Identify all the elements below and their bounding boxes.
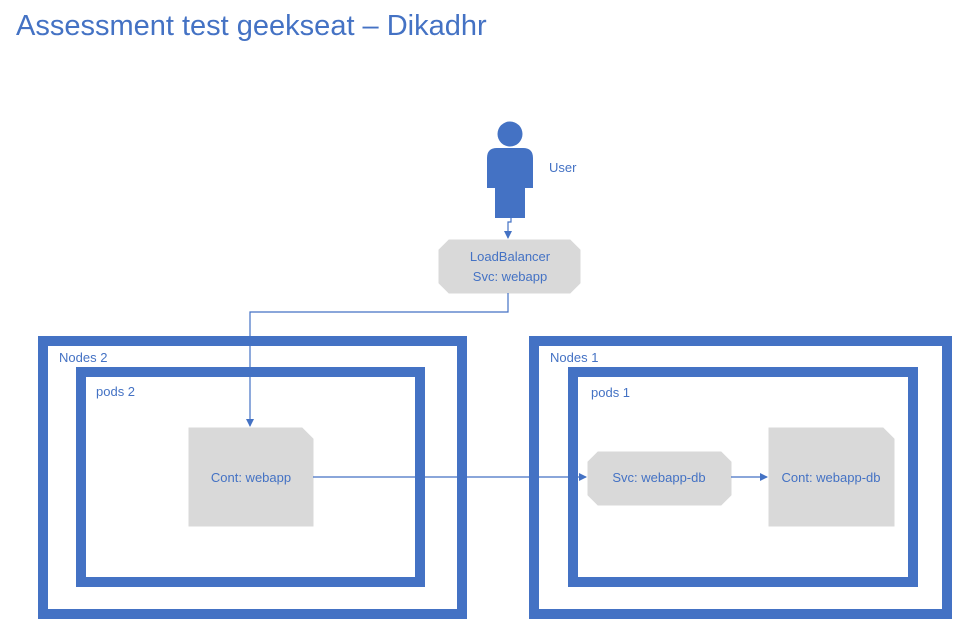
node-2-label: Nodes 2 — [59, 350, 107, 365]
loadbalancer-service-label: Svc: webapp — [473, 269, 547, 284]
service-webapp-db-label: Svc: webapp-db — [612, 470, 705, 485]
container-webapp-label: Cont: webapp — [211, 470, 291, 485]
person-icon — [487, 121, 533, 218]
service-webapp-db-shape — [587, 451, 732, 506]
user-label: User — [549, 160, 577, 175]
container-webapp-db-label: Cont: webapp-db — [781, 470, 880, 485]
page-title: Assessment test geekseat – Dikadhr — [16, 10, 487, 42]
user-to-loadbalancer-connector — [504, 196, 512, 239]
loadbalancer-shape — [438, 239, 581, 294]
container-webapp-shape — [188, 427, 314, 527]
loadbalancer-label: LoadBalancer — [470, 249, 551, 264]
loadbalancer-to-webapp-connector — [246, 293, 509, 427]
pod-1-label: pods 1 — [591, 385, 630, 400]
container-webapp-db-shape — [768, 427, 895, 527]
node-1-label: Nodes 1 — [550, 350, 598, 365]
pod-2-label: pods 2 — [96, 384, 135, 399]
